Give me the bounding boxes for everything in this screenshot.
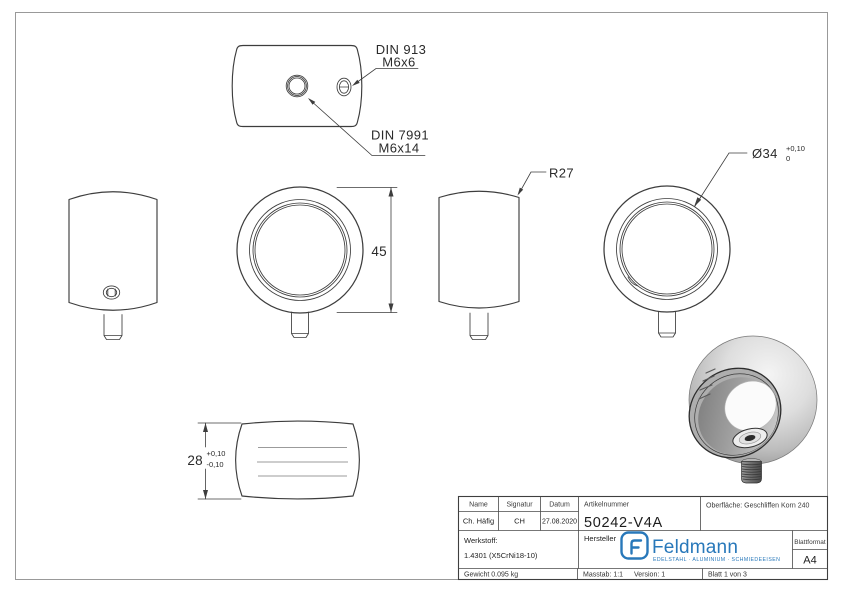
front2-outer-circle — [603, 185, 731, 313]
tb-surface: Oberfläche: Geschliffen Korn 240 — [706, 503, 809, 510]
side-screw-outer — [102, 285, 121, 300]
dim45-arrow-bottom — [388, 303, 394, 313]
din913-label-line2: M6x6 — [382, 55, 415, 70]
bore-thread-grooves — [698, 368, 716, 400]
din913-label-line1: DIN 913 — [376, 42, 427, 57]
dim28-tol-lower: -0,10 — [207, 460, 224, 469]
tb-value-signature: CH — [514, 517, 525, 526]
feldmann-logo: Feldmann EDELSTAHL · ALUMINIUM · SCHMIED… — [620, 531, 780, 563]
sheet-border — [15, 12, 828, 580]
tb-header-signature: Signatur — [506, 502, 533, 509]
front2-bore-ring3 — [621, 203, 713, 295]
annotation-din7991: DIN 7991 M6x14 — [308, 98, 429, 156]
dia34-arrowhead — [694, 197, 702, 207]
view-side-left — [68, 191, 158, 340]
dia34-leader — [694, 152, 748, 207]
logo-brand-text: Feldmann — [652, 537, 738, 558]
dia34-value: Ø34 — [752, 146, 778, 161]
view-side-right — [438, 190, 520, 340]
front2-bore-ring2 — [619, 201, 715, 297]
view-top — [231, 44, 363, 128]
logo-f-glyph-icon — [630, 539, 643, 555]
logo-tagline-text: EDELSTAHL · ALUMINIUM · SCHMIEDEEISEN — [653, 557, 780, 563]
front-bore-ring3 — [254, 204, 346, 296]
front2-setscrew-detail — [627, 276, 639, 287]
render-3d — [688, 335, 818, 484]
r27-label: R27 — [549, 166, 574, 181]
tb-version: Version: 1 — [634, 572, 665, 579]
tb-material-label: Werkstoff: — [464, 536, 497, 545]
din913-arrowhead — [352, 79, 360, 86]
annotation-r27: R27 — [517, 166, 574, 196]
tb-article-number: 50242-V4A — [584, 515, 663, 531]
tb-scale: Masstab: 1:1 — [583, 572, 623, 579]
side-right-outline — [438, 190, 520, 309]
front-stud — [291, 311, 309, 338]
tb-header-name: Name — [469, 502, 488, 509]
tb-header-date: Datum — [549, 502, 570, 509]
din913-leader — [353, 68, 419, 85]
center-hole-thread — [288, 77, 306, 95]
front-outer-circle — [236, 186, 364, 314]
title-block: Name Signatur Datum Artikelnummer Oberfl… — [457, 495, 829, 581]
title-block-border — [457, 495, 829, 581]
side-left-stud — [103, 314, 123, 340]
tb-value-date: 27.08.2020 — [542, 519, 577, 526]
dim28-arrow-top — [203, 423, 208, 432]
dim28-value: 28 — [187, 453, 203, 468]
dim28-tol-upper: +0,10 — [207, 449, 226, 458]
side-screw-inner — [105, 287, 118, 298]
internal-screw — [732, 427, 768, 449]
side-left-outline — [68, 191, 158, 311]
annotation-dia34: Ø34 +0,10 0 — [694, 144, 805, 207]
tb-weight: Gewicht 0.095 kg — [464, 572, 518, 579]
tb-value-name: Ch. Häfig — [463, 517, 494, 526]
tb-format-label: Blattformat — [794, 539, 826, 546]
stud-thread-lines — [741, 463, 762, 481]
tb-material-value: 1.4301 (X5CrNi18-10) — [464, 551, 538, 560]
logo-f-box-icon — [620, 531, 649, 560]
tb-header-article: Artikelnummer — [584, 502, 630, 509]
center-hole-mid — [287, 76, 307, 96]
tb-format-value: A4 — [803, 555, 816, 567]
front-bore-ring2 — [252, 202, 348, 298]
front2-bore-chamfer — [616, 198, 718, 300]
dimension-28: 28 +0,10 -0,10 — [187, 422, 242, 500]
front2-stud — [658, 311, 676, 338]
center-hole-countersink — [285, 74, 309, 98]
din7991-arrowhead — [308, 98, 316, 105]
dia34-tol-lower: 0 — [786, 154, 790, 163]
tb-sheet: Blatt 1 von 3 — [708, 572, 747, 579]
dim45-arrow-top — [388, 187, 394, 197]
set-screw-hole-outer — [336, 77, 352, 97]
tb-manufacturer-label: Hersteller — [584, 534, 617, 543]
side-right-stud — [469, 312, 489, 340]
top-view-outline — [231, 44, 363, 128]
view-bottom — [235, 420, 360, 500]
r27-leader — [518, 171, 547, 194]
din7991-label-line1: DIN 7991 — [371, 128, 429, 143]
din7991-leader — [309, 99, 426, 156]
dim45-value: 45 — [371, 244, 387, 259]
dimension-45: 45 — [336, 187, 398, 313]
bore-through-opening — [724, 380, 777, 432]
r27-arrowhead — [517, 187, 524, 196]
din7991-label-line2: M6x14 — [378, 141, 419, 156]
dia34-tol-upper: +0,10 — [786, 144, 805, 153]
front-bore-chamfer — [249, 199, 351, 301]
annotation-din913: DIN 913 M6x6 — [352, 42, 426, 86]
view-front-right — [603, 185, 731, 338]
screw-hex-socket — [744, 434, 756, 442]
bottom-view-outline — [235, 420, 360, 500]
view-front-left — [236, 186, 364, 338]
dim28-arrow-bottom — [203, 490, 208, 499]
